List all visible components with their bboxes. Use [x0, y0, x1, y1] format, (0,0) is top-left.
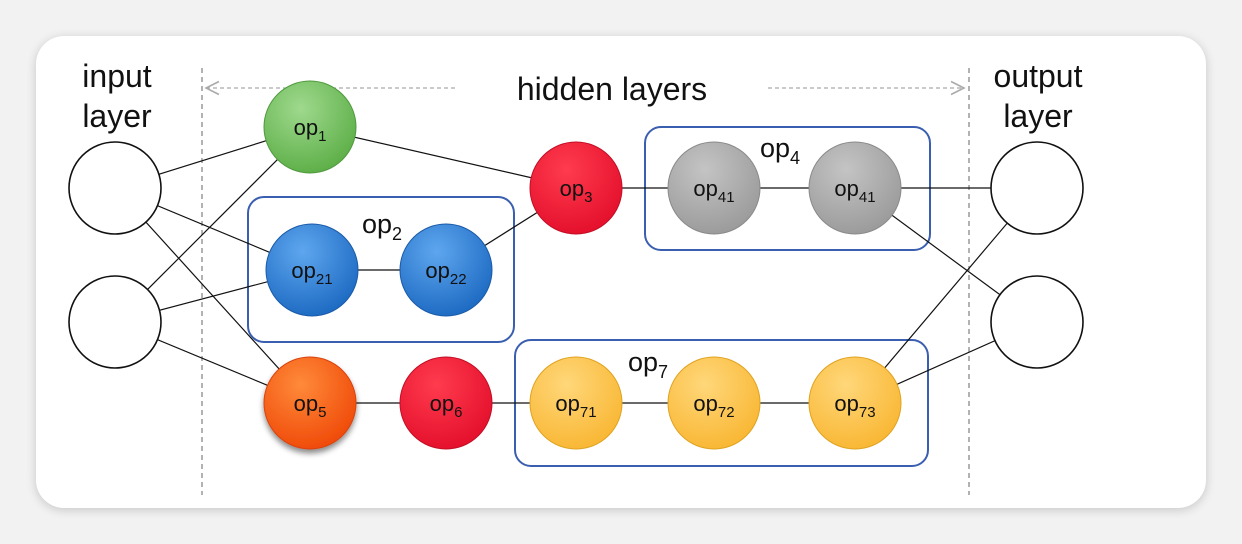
output-node-2: [990, 275, 1084, 369]
svg-text:op41: op41: [834, 176, 875, 206]
node-op41-first: op41: [667, 141, 761, 235]
input-node-2: [68, 275, 162, 369]
input-layer-label-line1: input: [82, 58, 152, 94]
svg-text:op71: op71: [555, 391, 596, 421]
node-op22: op22: [399, 223, 493, 317]
group-op7-label: op7: [628, 347, 668, 382]
node-op71: op71: [529, 356, 623, 450]
node-op72: op72: [667, 356, 761, 450]
svg-text:op22: op22: [425, 258, 466, 288]
svg-text:op73: op73: [834, 391, 875, 421]
svg-text:op41: op41: [693, 176, 734, 206]
node-op73: op73: [808, 356, 902, 450]
output-layer-label-line2: layer: [1003, 98, 1073, 134]
svg-text:op21: op21: [291, 258, 332, 288]
output-layer-label-line1: output: [994, 58, 1083, 94]
hidden-layers-label: hidden layers: [517, 71, 707, 107]
svg-text:op5: op5: [294, 391, 327, 421]
node-op41-second: op41: [808, 141, 902, 235]
svg-text:op3: op3: [560, 176, 593, 206]
diagram-card: [36, 36, 1206, 508]
svg-text:op6: op6: [430, 391, 463, 421]
input-layer-label-line2: layer: [82, 98, 152, 134]
group-op2-label: op2: [362, 209, 402, 244]
input-node-1: [68, 141, 162, 235]
group-op4-label: op4: [760, 133, 800, 168]
node-op3: op3: [529, 141, 623, 235]
group-op2-box: [247, 196, 515, 343]
output-node-1: [990, 141, 1084, 235]
svg-text:op1: op1: [294, 115, 327, 145]
svg-text:op72: op72: [693, 391, 734, 421]
node-op1: op1: [263, 80, 357, 174]
node-op21: op21: [265, 223, 359, 317]
node-op5: op5: [263, 356, 357, 450]
node-op6: op6: [399, 356, 493, 450]
